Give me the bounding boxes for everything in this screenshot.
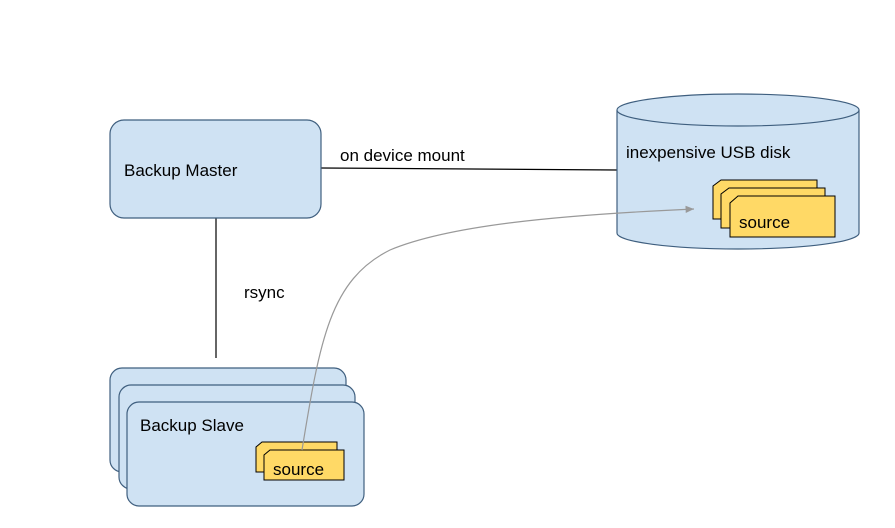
disk-source-label: source bbox=[739, 213, 790, 232]
mount-connector-line bbox=[320, 167, 618, 171]
disk-source-folder-stack: source bbox=[712, 179, 836, 238]
backup-master-node: Backup Master bbox=[109, 119, 322, 219]
slave-source-label: source bbox=[273, 460, 324, 479]
backup-slave-label: Backup Slave bbox=[140, 416, 244, 435]
backup-slave-node: Backup Slave bbox=[109, 367, 365, 507]
slave-source-folder-stack: source bbox=[255, 441, 345, 481]
backup-master-label: Backup Master bbox=[124, 161, 238, 180]
mount-edge-label: on device mount bbox=[340, 146, 465, 165]
usb-disk-label: inexpensive USB disk bbox=[626, 143, 791, 162]
copy-source-arrow bbox=[301, 205, 695, 451]
rsync-edge-label: rsync bbox=[244, 283, 285, 302]
